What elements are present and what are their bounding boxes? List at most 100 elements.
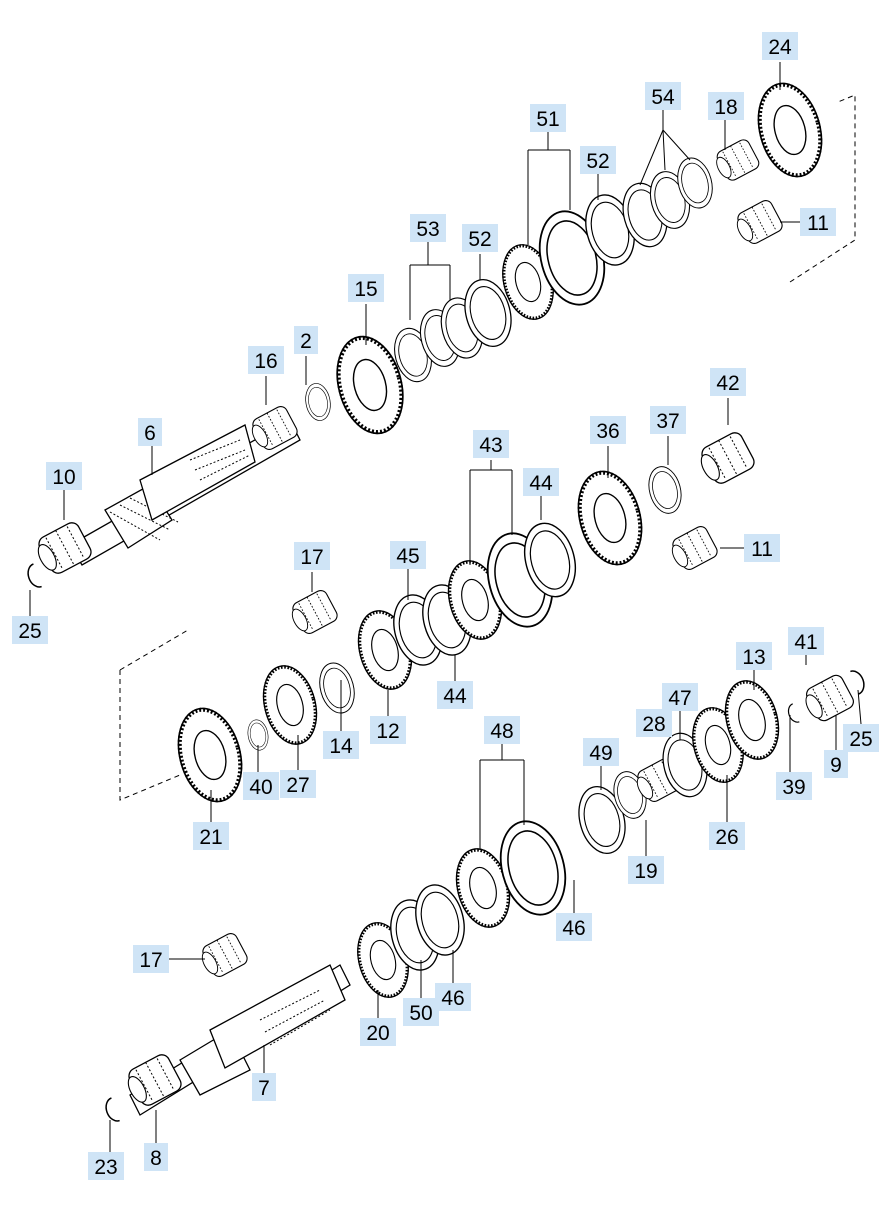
part-label-text: 37 xyxy=(656,410,679,433)
part-label-20[interactable]: 20 xyxy=(360,1018,396,1046)
part-label-box xyxy=(824,750,848,778)
part-label-6[interactable]: 6 xyxy=(138,418,162,446)
part-label-box xyxy=(662,683,698,711)
part-label-2[interactable]: 2 xyxy=(294,326,318,354)
part-label-49[interactable]: 49 xyxy=(583,738,619,766)
dash-link-mid xyxy=(119,629,189,801)
part-label-44[interactable]: 44 xyxy=(437,681,473,709)
part-label-box xyxy=(710,368,746,396)
part-label-11[interactable]: 11 xyxy=(800,208,836,236)
part-label-54[interactable]: 54 xyxy=(645,82,681,110)
part-label-53[interactable]: 53 xyxy=(410,214,446,242)
part-label-52[interactable]: 52 xyxy=(462,224,498,252)
bushing-14 xyxy=(313,658,361,718)
needle-bearing-17-mid xyxy=(286,587,341,639)
part-label-23[interactable]: 23 xyxy=(88,1152,124,1180)
part-label-17[interactable]: 17 xyxy=(294,542,330,570)
bearing-42 xyxy=(694,429,758,489)
part-label-37[interactable]: 37 xyxy=(650,406,686,434)
part-label-box xyxy=(736,642,772,670)
part-label-text: 17 xyxy=(300,546,323,569)
part-label-text: 24 xyxy=(768,36,792,59)
part-label-text: 23 xyxy=(94,1156,117,1179)
part-label-box xyxy=(403,998,439,1026)
part-label-39[interactable]: 39 xyxy=(776,772,812,800)
dash-link-top xyxy=(789,94,856,283)
part-label-12[interactable]: 12 xyxy=(370,716,406,744)
part-label-48[interactable]: 48 xyxy=(484,716,520,744)
part-label-14[interactable]: 14 xyxy=(323,731,359,759)
part-label-17[interactable]: 17 xyxy=(133,945,169,973)
part-label-10[interactable]: 10 xyxy=(46,462,82,490)
leader-line xyxy=(662,129,691,161)
part-label-24[interactable]: 24 xyxy=(762,32,798,60)
part-label-text: 10 xyxy=(52,466,75,489)
part-label-text: 25 xyxy=(849,728,872,751)
part-label-43[interactable]: 43 xyxy=(473,430,509,458)
part-label-text: 16 xyxy=(254,350,277,373)
part-labels: 24 54 18 51 52 11 53 52 15 2 16 42 36 37 6 43 10 44 11 17 45… xyxy=(12,32,879,1180)
part-label-text: 9 xyxy=(830,754,842,777)
part-label-19[interactable]: 19 xyxy=(628,856,664,884)
part-label-box xyxy=(650,406,686,434)
part-label-text: 25 xyxy=(18,620,41,643)
part-label-44[interactable]: 44 xyxy=(523,468,559,496)
part-label-text: 17 xyxy=(139,949,162,972)
part-label-box xyxy=(294,326,318,354)
part-label-text: 46 xyxy=(441,987,464,1010)
part-label-47[interactable]: 47 xyxy=(662,683,698,711)
part-label-8[interactable]: 8 xyxy=(144,1143,168,1171)
part-label-text: 19 xyxy=(634,860,657,883)
part-label-box xyxy=(435,983,471,1011)
part-label-text: 52 xyxy=(586,150,609,173)
part-label-42[interactable]: 42 xyxy=(710,368,746,396)
part-label-26[interactable]: 26 xyxy=(709,822,745,850)
part-label-box xyxy=(348,274,384,302)
leader-line xyxy=(662,129,666,171)
part-label-27[interactable]: 27 xyxy=(280,770,316,798)
part-label-28[interactable]: 28 xyxy=(636,709,672,737)
part-label-box xyxy=(744,534,780,562)
part-label-15[interactable]: 15 xyxy=(348,274,384,302)
part-label-45[interactable]: 45 xyxy=(390,541,426,569)
part-label-box xyxy=(556,913,592,941)
part-label-21[interactable]: 21 xyxy=(193,822,229,850)
part-label-25[interactable]: 25 xyxy=(12,616,48,644)
part-label-52[interactable]: 52 xyxy=(580,146,616,174)
part-label-text: 11 xyxy=(751,538,773,561)
part-label-36[interactable]: 36 xyxy=(590,416,626,444)
part-label-box xyxy=(645,82,681,110)
part-label-box xyxy=(280,770,316,798)
bearing-10 xyxy=(31,519,95,579)
part-label-46[interactable]: 46 xyxy=(435,983,471,1011)
part-label-text: 20 xyxy=(366,1022,389,1045)
part-label-text: 51 xyxy=(536,108,559,131)
part-label-7[interactable]: 7 xyxy=(252,1073,276,1101)
part-label-40[interactable]: 40 xyxy=(243,772,279,800)
needle-bearing-17-bottom xyxy=(196,930,251,982)
part-label-13[interactable]: 13 xyxy=(736,642,772,670)
part-label-text: 54 xyxy=(651,86,675,109)
part-label-text: 41 xyxy=(794,631,817,654)
part-label-box xyxy=(583,738,619,766)
part-label-41[interactable]: 41 xyxy=(788,627,824,655)
washer-2 xyxy=(302,381,334,423)
part-label-46[interactable]: 46 xyxy=(556,913,592,941)
part-label-9[interactable]: 9 xyxy=(824,750,848,778)
snap-ring-25-bottom xyxy=(849,667,868,695)
part-label-box xyxy=(800,208,836,236)
leader-line xyxy=(639,129,664,186)
part-label-25[interactable]: 25 xyxy=(843,724,879,752)
part-label-text: 42 xyxy=(716,372,739,395)
part-label-50[interactable]: 50 xyxy=(403,998,439,1026)
part-label-text: 11 xyxy=(807,212,829,235)
leader-line xyxy=(857,689,862,725)
part-label-11[interactable]: 11 xyxy=(744,534,780,562)
part-label-51[interactable]: 51 xyxy=(530,104,566,132)
part-label-18[interactable]: 18 xyxy=(708,92,744,120)
shaft-output xyxy=(129,964,351,1116)
part-label-16[interactable]: 16 xyxy=(248,346,284,374)
leader-lines xyxy=(29,62,862,1152)
part-label-text: 21 xyxy=(199,826,222,849)
